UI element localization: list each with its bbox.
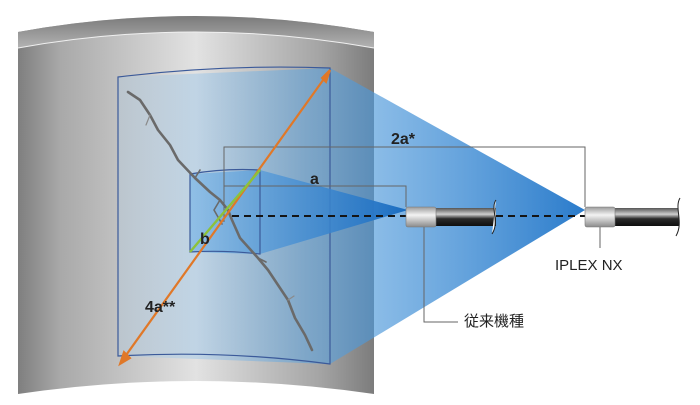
label-previous-model: 従来機種 bbox=[464, 313, 525, 330]
dimension-a-line bbox=[224, 185, 407, 207]
dimension-2a-line bbox=[223, 146, 586, 222]
label-2a: 2a* bbox=[391, 131, 416, 148]
dimension-lines bbox=[223, 146, 601, 323]
old-model-leader bbox=[423, 226, 458, 323]
large-diagonal-arrow-line bbox=[123, 75, 327, 359]
old-scope bbox=[405, 199, 497, 235]
crack bbox=[126, 90, 314, 352]
label-4a: 4a** bbox=[145, 299, 176, 316]
label-a: a bbox=[310, 171, 319, 188]
diagonal-measure bbox=[118, 69, 331, 367]
label-b: b bbox=[200, 231, 210, 248]
new-scope bbox=[584, 197, 700, 237]
small-diagonal-segment bbox=[189, 169, 261, 253]
arrowhead-bottom bbox=[118, 350, 132, 367]
large-field-frame bbox=[117, 66, 331, 365]
small-field-frame bbox=[189, 168, 261, 255]
arrowhead-top bbox=[320, 69, 331, 84]
label-iplex-nx: IPLEX NX bbox=[555, 257, 623, 274]
